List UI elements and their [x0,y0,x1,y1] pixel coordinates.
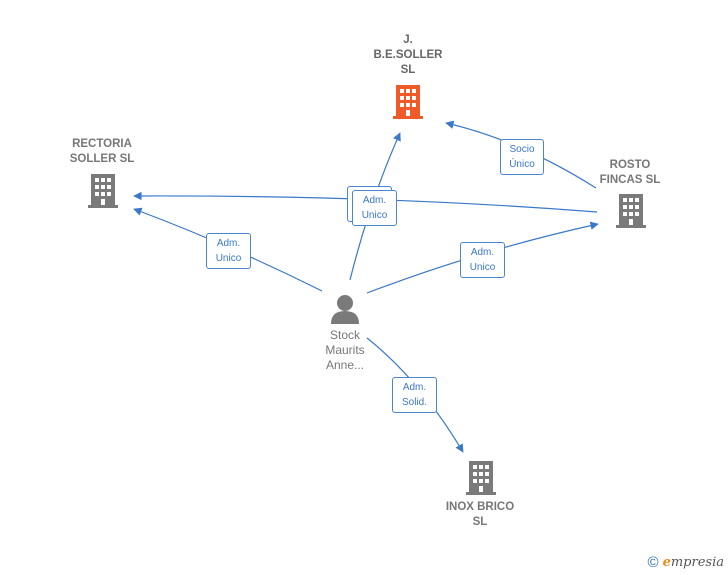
edge-label-stock-rectoria: Adm. Unico [206,233,251,269]
building-icon[interactable] [393,85,423,119]
footer-brand[interactable]: © empresia [648,554,724,571]
building-icon[interactable] [88,174,118,208]
edge-label-stock-jbe: Adm. Unico [352,190,397,226]
edge-label-stock-inox: Adm. Solid. [392,377,437,413]
node-label-inox-brico[interactable]: INOX BRICO SL [445,501,515,528]
edge-label-rosto-jbe: Socio Único [500,139,544,175]
building-icon[interactable] [466,461,496,495]
node-label-rectoria-soller[interactable]: RECTORIA SOLLER SL [69,138,135,165]
node-label-rosto-fincas[interactable]: ROSTO FINCAS SL [599,159,661,186]
building-icon[interactable] [616,194,646,228]
node-label-jbe-soller[interactable]: J. B.E.SOLLER SL [373,34,443,76]
node-label-stock-maurits[interactable]: Stock Maurits Anne... [325,328,365,372]
edge-label-stock-rosto: Adm. Unico [460,242,505,278]
person-icon[interactable] [331,295,359,324]
copyright-icon: © [647,554,659,571]
brand-logo[interactable]: empresia [662,555,724,570]
